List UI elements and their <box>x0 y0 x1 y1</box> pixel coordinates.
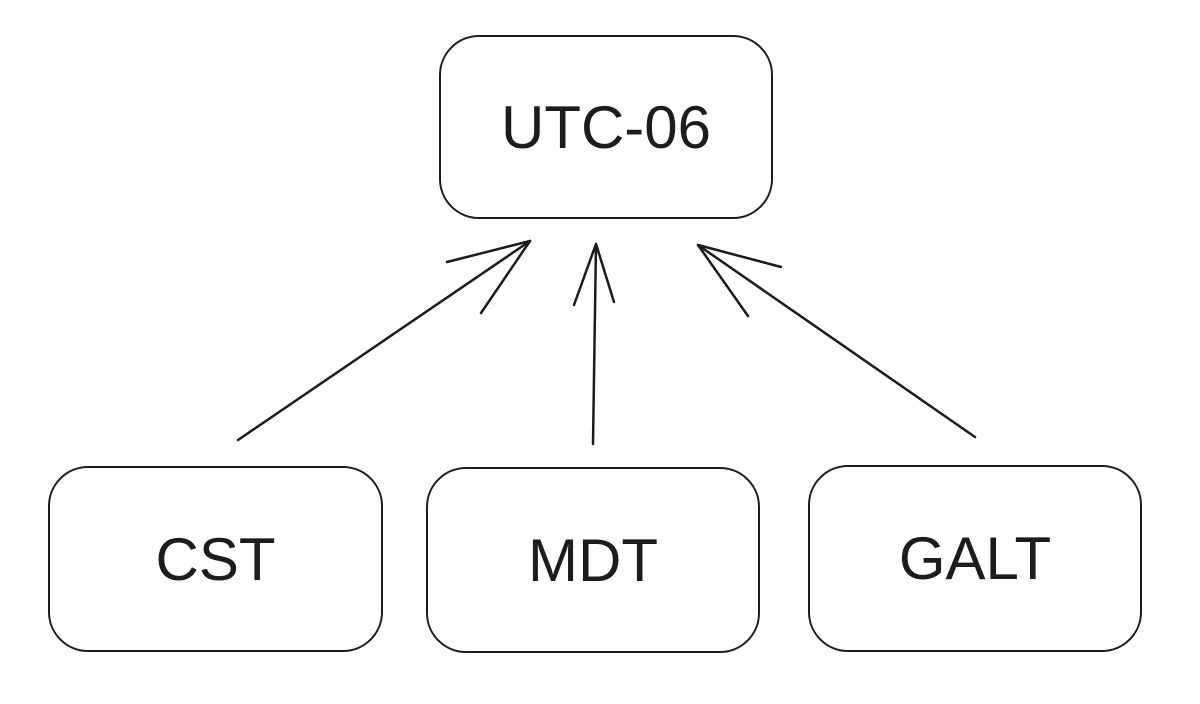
arrowhead-icon <box>445 239 532 315</box>
node-label: CST <box>155 525 276 593</box>
node-label: GALT <box>898 525 1052 592</box>
edge-line <box>696 243 977 439</box>
edge-mdt-to-utc <box>572 242 616 446</box>
edge-galt-to-utc <box>696 243 977 439</box>
edge-cst-to-utc <box>236 239 532 442</box>
node-utc-06: UTC-06 <box>439 35 773 219</box>
node-label: MDT <box>528 526 658 594</box>
node-label: UTC-06 <box>500 93 712 161</box>
node-galt: GALT <box>808 465 1142 652</box>
edge-line <box>236 239 532 442</box>
node-mdt: MDT <box>426 467 760 653</box>
edge-line <box>591 242 598 446</box>
node-cst: CST <box>48 466 383 652</box>
arrowhead-icon <box>572 242 616 307</box>
arrowhead-icon <box>696 243 783 318</box>
